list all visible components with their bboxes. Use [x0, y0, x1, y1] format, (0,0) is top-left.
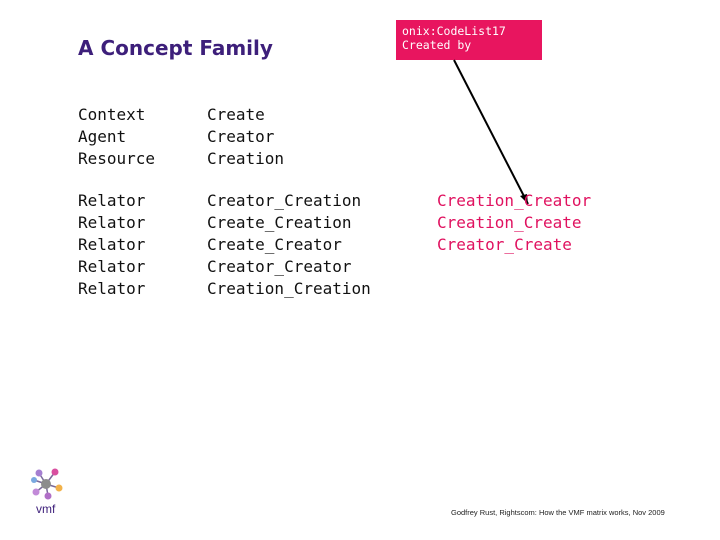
callout-code-list: onix:CodeList17: [402, 24, 506, 38]
inverse-term: Creation_Creator: [437, 191, 592, 210]
label-agent: Agent: [78, 127, 127, 146]
label-relator: Relator: [78, 235, 146, 254]
inverse-term: Creator_Create: [437, 235, 572, 254]
concept-terms: Create Creator Creation: [207, 104, 284, 170]
label-relator: Relator: [78, 279, 146, 298]
callout-relation: Created by: [402, 38, 472, 52]
term-create: Create: [207, 105, 265, 124]
slide-title: A Concept Family: [78, 36, 273, 60]
vmf-logo-icon: [31, 468, 63, 500]
term-creator: Creator: [207, 127, 275, 146]
code-list-callout: onix:CodeList17 Created by: [396, 20, 542, 60]
term-creation: Creation: [207, 149, 285, 168]
label-relator: Relator: [78, 191, 146, 210]
relator-term: Create_Creator: [207, 235, 342, 254]
relator-term: Creation_Creation: [207, 279, 371, 298]
vmf-logo-text: vmf: [36, 502, 56, 516]
footer-credit: Godfrey Rust, Rightscom: How the VMF mat…: [451, 508, 665, 517]
label-relator: Relator: [78, 257, 146, 276]
relator-terms: Creator_Creation Create_Creation Create_…: [207, 190, 371, 300]
label-relator: Relator: [78, 213, 146, 232]
label-context: Context: [78, 105, 146, 124]
label-resource: Resource: [78, 149, 156, 168]
relator-term: Creator_Creation: [207, 191, 362, 210]
relator-term: Creator_Creator: [207, 257, 352, 276]
concept-labels: Context Agent Resource: [78, 104, 155, 170]
relator-labels: Relator Relator Relator Relator Relator: [78, 190, 145, 300]
inverse-terms: Creation_Creator Creation_Create Creator…: [437, 190, 591, 256]
inverse-term: Creation_Create: [437, 213, 582, 232]
relator-term: Create_Creation: [207, 213, 352, 232]
